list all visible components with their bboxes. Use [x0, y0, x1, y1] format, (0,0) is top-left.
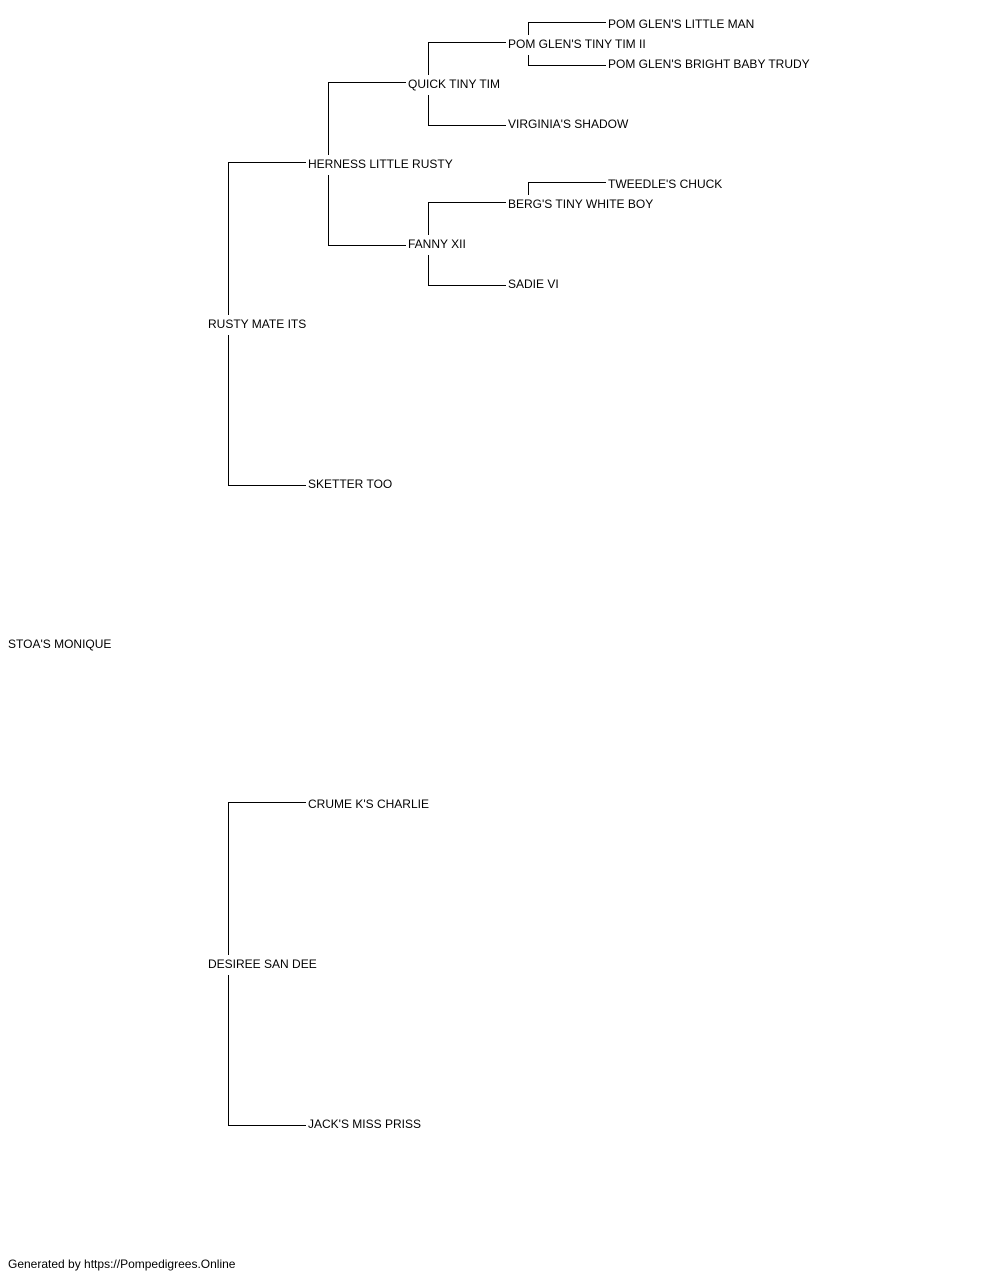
connector-fanny-xii-branch [428, 202, 506, 235]
pedigree-ancestor: POM GLEN'S TINY TIM II [508, 37, 648, 51]
connector-sire-sire-branch [328, 82, 406, 155]
connector-bergs-branch [528, 182, 606, 195]
pedigree-dam-dam: JACK'S MISS PRISS [308, 1117, 423, 1131]
pedigree-ancestor: QUICK TINY TIM [408, 77, 503, 91]
connector-dam-branch [228, 802, 306, 955]
pedigree-ancestor: FANNY XII [408, 237, 468, 251]
pedigree-ancestor: TWEEDLE'S CHUCK [608, 177, 725, 191]
connector-tiny-tim-ii-branch [528, 55, 606, 66]
pedigree-ancestor: SADIE VI [508, 277, 561, 291]
pedigree-subject: STOA'S MONIQUE [8, 637, 114, 651]
generated-by-footer: Generated by https://Pompedigrees.Online [8, 1257, 236, 1271]
pedigree-sire-sire: HERNESS LITTLE RUSTY [308, 157, 455, 171]
pedigree-ancestor: POM GLEN'S BRIGHT BABY TRUDY [608, 57, 812, 71]
connector-fanny-xii-branch [428, 255, 506, 286]
pedigree-sire: RUSTY MATE ITS [208, 317, 309, 331]
connector-tiny-tim-ii-branch [528, 22, 606, 35]
connector-dam-branch [228, 975, 306, 1126]
connector-sire-branch [228, 162, 306, 315]
connector-quick-tiny-tim-branch [428, 42, 506, 75]
pedigree-dam: DESIREE SAN DEE [208, 957, 319, 971]
pedigree-dam-sire: CRUME K'S CHARLIE [308, 797, 431, 811]
pedigree-ancestor: BERG'S TINY WHITE BOY [508, 197, 656, 211]
pedigree-ancestor: POM GLEN'S LITTLE MAN [608, 17, 757, 31]
connector-quick-tiny-tim-branch [428, 95, 506, 126]
pedigree-ancestor: VIRGINIA'S SHADOW [508, 117, 631, 131]
connector-sire-branch [228, 335, 306, 486]
pedigree-sire-dam: SKETTER TOO [308, 477, 395, 491]
connector-sire-sire-branch [328, 175, 406, 246]
